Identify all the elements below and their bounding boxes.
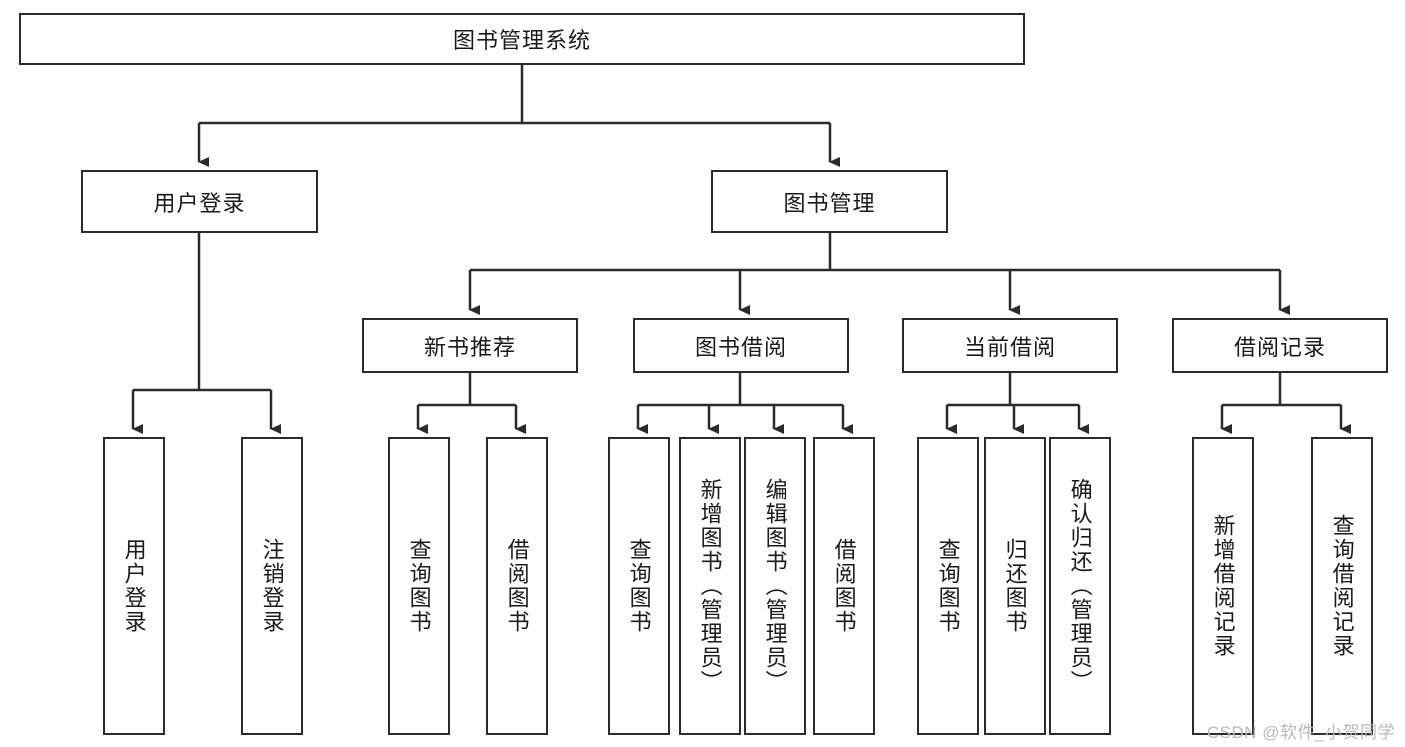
leaf-borrow-record-add[interactable]: 新增借阅记录 (1192, 437, 1254, 735)
leaf-new-book-query[interactable]: 查询图书 (388, 437, 450, 735)
node-borrow-record[interactable]: 借阅记录 (1172, 318, 1388, 373)
leaf-label: 确认归还（管理员） (1067, 478, 1093, 694)
node-root[interactable]: 图书管理系统 (19, 13, 1025, 65)
leaf-label: 用户登录 (121, 538, 147, 634)
leaf-label: 借阅图书 (831, 538, 857, 634)
node-current-borrow[interactable]: 当前借阅 (902, 318, 1118, 373)
node-book-borrow-label: 图书借阅 (694, 334, 787, 360)
leaf-label: 编辑图书（管理员） (762, 478, 788, 694)
leaf-label: 借阅图书 (504, 538, 530, 634)
node-book-management-label: 图书管理 (783, 190, 876, 216)
node-root-label: 图书管理系统 (452, 28, 591, 53)
leaf-new-book-borrow[interactable]: 借阅图书 (486, 437, 548, 735)
leaf-user-login-login[interactable]: 用户登录 (103, 437, 165, 735)
leaf-book-borrow-edit[interactable]: 编辑图书（管理员） (744, 437, 806, 735)
node-user-login[interactable]: 用户登录 (81, 170, 318, 233)
node-borrow-record-label: 借阅记录 (1233, 334, 1326, 360)
leaf-book-borrow-borrow[interactable]: 借阅图书 (813, 437, 875, 735)
leaf-book-borrow-query[interactable]: 查询图书 (608, 437, 670, 735)
leaf-label: 查询图书 (406, 538, 432, 634)
leaf-label: 新增借阅记录 (1210, 514, 1236, 658)
leaf-label: 归还图书 (1002, 538, 1028, 634)
leaf-label: 查询借阅记录 (1329, 514, 1355, 658)
node-user-login-label: 用户登录 (153, 190, 246, 216)
node-book-management[interactable]: 图书管理 (711, 170, 948, 233)
node-new-book-recommend[interactable]: 新书推荐 (362, 318, 578, 373)
leaf-label: 新增图书（管理员） (697, 478, 723, 694)
leaf-label: 查询图书 (935, 538, 961, 634)
leaf-current-borrow-return[interactable]: 归还图书 (984, 437, 1046, 735)
node-new-book-recommend-label: 新书推荐 (423, 334, 516, 360)
leaf-borrow-record-query[interactable]: 查询借阅记录 (1311, 437, 1373, 735)
node-book-borrow[interactable]: 图书借阅 (633, 318, 849, 373)
leaf-current-borrow-query[interactable]: 查询图书 (917, 437, 979, 735)
leaf-current-borrow-confirm-return[interactable]: 确认归还（管理员） (1049, 437, 1111, 735)
csdn-watermark: CSDN @软件_小贺同学 (1206, 723, 1395, 742)
node-current-borrow-label: 当前借阅 (963, 334, 1056, 360)
leaf-user-login-logout[interactable]: 注销登录 (241, 437, 303, 735)
leaf-label: 注销登录 (259, 538, 285, 634)
leaf-book-borrow-add[interactable]: 新增图书（管理员） (679, 437, 741, 735)
leaf-label: 查询图书 (626, 538, 652, 634)
